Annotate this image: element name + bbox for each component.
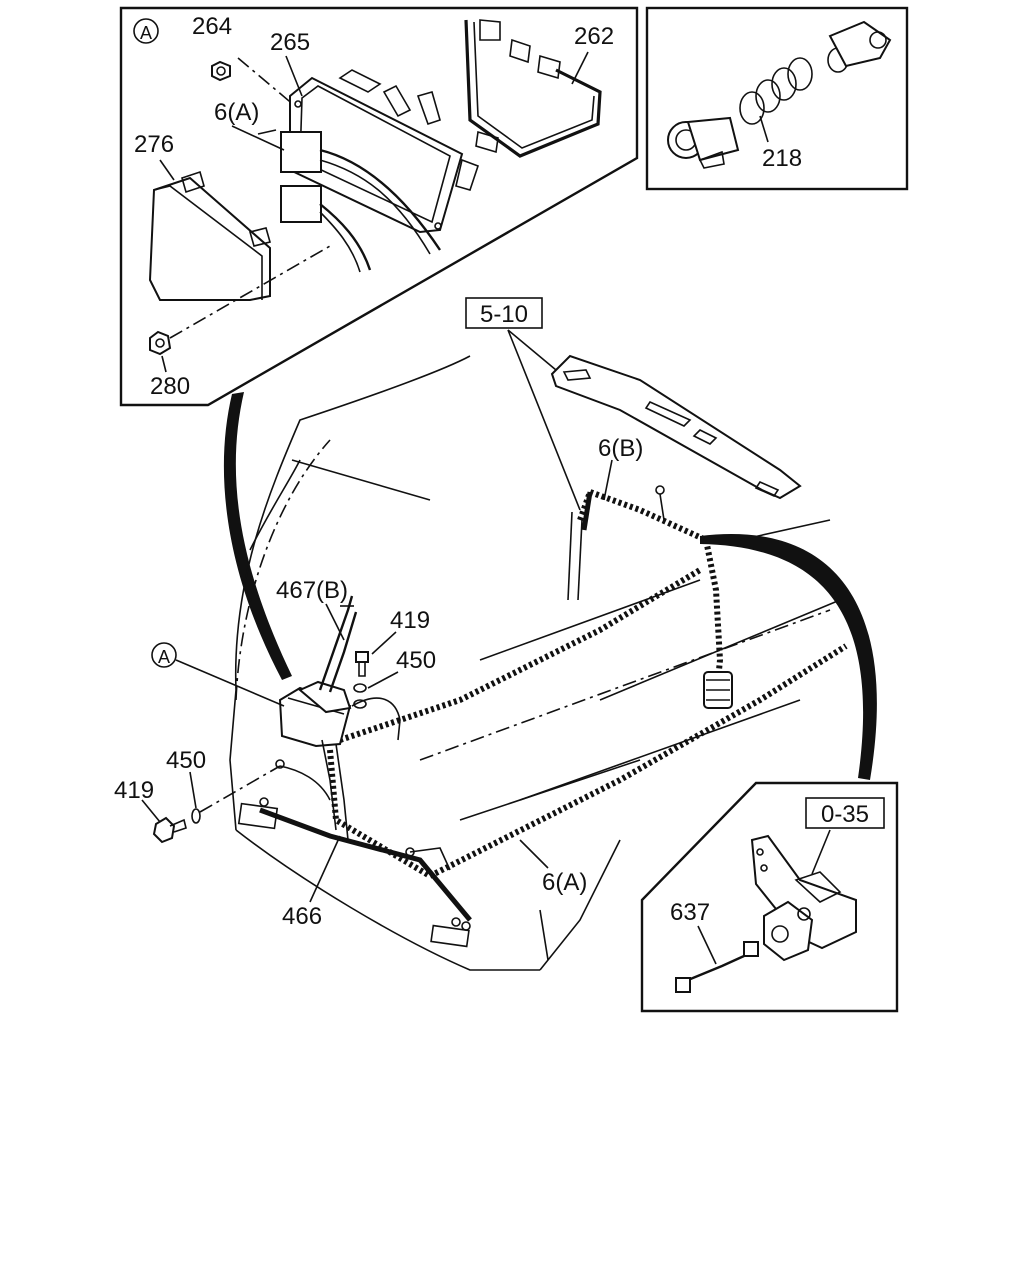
label-265: 265 — [270, 29, 310, 56]
label-280: 280 — [150, 373, 190, 400]
leader-arc-a — [223, 392, 292, 680]
label-419-left: 419 — [114, 777, 154, 804]
callout-box-5-10 — [465, 297, 543, 329]
detail-a-panel: A 264 265 262 — [119, 6, 639, 407]
detail-0-35-panel: 0-35 637 — [640, 781, 899, 1013]
label-6a-main: 6(A) — [542, 869, 587, 896]
label-0-35: 0-35 — [821, 801, 869, 828]
bolt-419-left — [152, 816, 187, 844]
bracket-0-35 — [750, 834, 857, 950]
harness-6a-main — [259, 567, 848, 931]
callout-a-label: A — [158, 647, 170, 667]
label-450-left: 450 — [166, 747, 206, 774]
cross-member-5-10 — [550, 354, 802, 500]
label-218: 218 — [762, 145, 802, 172]
detail-a-marker-label: A — [140, 23, 152, 43]
cab-outline — [229, 355, 841, 971]
cover-262 — [464, 19, 602, 158]
label-419-top: 419 — [390, 607, 430, 634]
relay-box-276 — [148, 170, 271, 301]
washer-450-left — [191, 808, 201, 824]
label-6b: 6(B) — [598, 435, 643, 462]
bolt-419-top — [355, 651, 369, 677]
label-637: 637 — [670, 899, 710, 926]
label-467b: 467(B) — [276, 577, 348, 604]
connector-6a-detail — [257, 129, 441, 273]
relay-box-main — [275, 595, 401, 841]
socket-218 — [667, 20, 892, 169]
label-5-10: 5-10 — [480, 301, 528, 328]
callout-a-marker — [151, 642, 177, 668]
label-450-top: 450 — [396, 647, 436, 674]
label-6a-detail: 6(A) — [214, 99, 259, 126]
label-466: 466 — [282, 903, 322, 930]
detail-218-panel: 218 — [645, 6, 909, 191]
label-264: 264 — [192, 13, 232, 40]
nut-280 — [149, 330, 172, 356]
detail-a-marker — [133, 18, 159, 44]
harness-6b — [567, 485, 733, 709]
switch-unit — [763, 900, 814, 962]
washer-450-top — [353, 683, 367, 709]
nut-264 — [211, 60, 231, 82]
connector-637 — [675, 941, 759, 993]
leader-arc-0-35 — [700, 534, 877, 780]
label-276: 276 — [134, 131, 174, 158]
label-262: 262 — [574, 23, 614, 50]
